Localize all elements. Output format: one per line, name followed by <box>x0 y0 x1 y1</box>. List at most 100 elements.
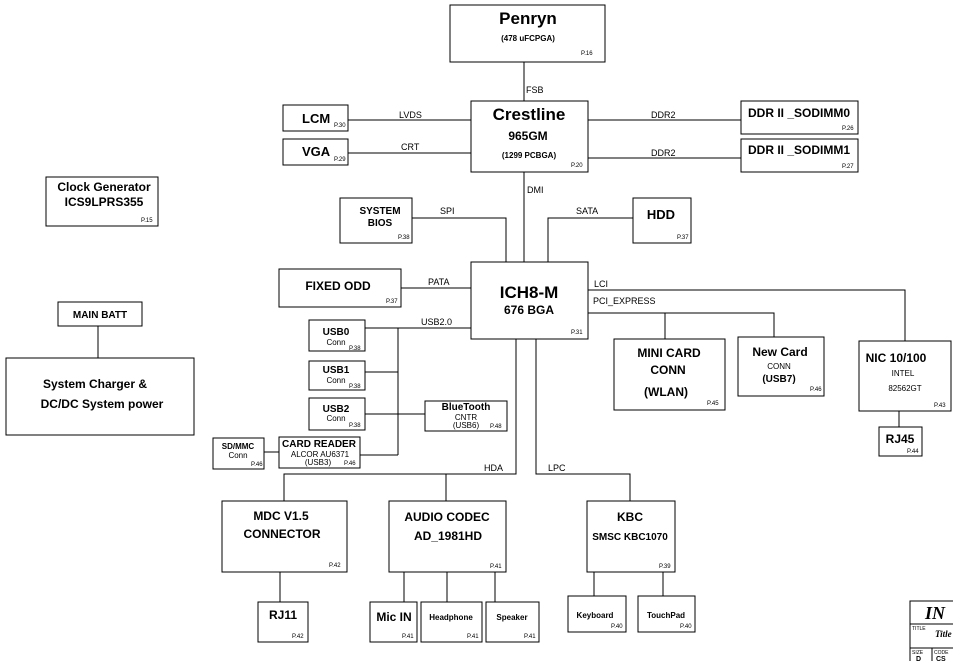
usb1-page: P.38 <box>349 384 361 390</box>
sd-mmc-sub: Conn <box>228 451 247 460</box>
main-batt-name: MAIN BATT <box>73 310 127 321</box>
usb2-page: P.38 <box>349 423 361 429</box>
mdc-line1: MDC V1.5 <box>253 509 309 523</box>
block-headphone: Headphone P.41 <box>420 601 483 643</box>
block-nic: NIC 10/100 INTEL 82562GT P.43 <box>858 340 952 412</box>
ddr-sodimm1-page: P.27 <box>842 164 854 170</box>
headphone-name: Headphone <box>429 613 473 622</box>
rj45-page: P.44 <box>907 449 919 455</box>
nic-model: 82562GT <box>888 384 921 393</box>
rj45-name: RJ45 <box>886 432 915 446</box>
bus-labels: FSB LVDS CRT DDR2 DDR2 DMI SPI SATA PATA… <box>399 85 676 473</box>
bus-label-lci: LCI <box>594 279 608 289</box>
title-block-code-label: CODE <box>934 650 949 656</box>
block-mini-card: MINI CARD CONN (WLAN) P.45 <box>613 338 726 411</box>
audio-codec-page: P.41 <box>490 564 502 570</box>
block-system-charger: System Charger & DC/DC System power <box>5 357 195 436</box>
keyboard-name: Keyboard <box>577 611 614 620</box>
bluetooth-page: P.48 <box>490 424 502 430</box>
block-mic-in: Mic IN P.41 <box>369 601 418 643</box>
fixed-odd-page: P.37 <box>386 299 398 305</box>
system-charger-line1: System Charger & <box>43 377 147 391</box>
block-kbc: KBC SMSC KBC1070 P.39 <box>586 500 676 573</box>
ddr-sodimm0-page: P.26 <box>842 126 854 132</box>
usb0-sub: Conn <box>326 338 345 347</box>
block-lcm: LCM P.30 <box>282 104 349 132</box>
ich8m-name: ICH8-M <box>500 283 559 302</box>
bus-label-sata: SATA <box>576 206 598 216</box>
block-sd-mmc: SD/MMC Conn P.46 <box>212 437 265 470</box>
block-usb0: USB0 Conn P.38 <box>308 319 366 352</box>
sd-mmc-page: P.46 <box>251 462 263 468</box>
mdc-line2: CONNECTOR <box>243 527 320 541</box>
title-block: IN TITLE Title SIZE D CODE CS <box>909 600 953 661</box>
audio-codec-line2: AD_1981HD <box>414 529 482 543</box>
bus-label-pata: PATA <box>428 277 450 287</box>
block-usb2: USB2 Conn P.38 <box>308 397 366 431</box>
block-clock-generator: Clock Generator ICS9LPRS355 P.15 <box>45 176 159 227</box>
title-block-size-value: D <box>916 656 921 661</box>
vga-page: P.29 <box>334 157 346 163</box>
bus-label-lpc: LPC <box>548 463 566 473</box>
block-ddr-sodimm0: DDR II _SODIMM0 P.26 <box>740 100 859 135</box>
bluetooth-sub2: (USB6) <box>453 421 480 430</box>
block-system-bios: SYSTEM BIOS P.38 <box>339 197 413 244</box>
kbc-page: P.39 <box>659 564 671 570</box>
bus-label-pci-express: PCI_EXPRESS <box>593 296 656 306</box>
kbc-model: SMSC KBC1070 <box>592 532 668 543</box>
block-audio-codec: AUDIO CODEC AD_1981HD P.41 <box>388 500 507 573</box>
usb0-page: P.38 <box>349 346 361 352</box>
headphone-page: P.41 <box>467 634 479 640</box>
block-penryn: Penryn (478 uFCPGA) P.16 <box>449 4 606 63</box>
new-card-sub: CONN <box>767 362 791 371</box>
lcm-name: LCM <box>302 111 330 126</box>
ddr-sodimm0-name: DDR II _SODIMM0 <box>748 106 850 120</box>
mini-card-line1: MINI CARD <box>637 346 701 360</box>
bus-label-crt: CRT <box>401 142 420 152</box>
bus-label-lvds: LVDS <box>399 110 422 120</box>
block-new-card: New Card CONN (USB7) P.46 <box>737 336 825 397</box>
speaker-name: Speaker <box>496 613 527 622</box>
new-card-page: P.46 <box>810 387 822 393</box>
new-card-sub2: (USB7) <box>762 374 795 385</box>
title-block-title-value: Title <box>935 629 952 639</box>
ich8m-page: P.31 <box>571 330 583 336</box>
block-vga: VGA P.29 <box>282 138 349 166</box>
usb2-sub: Conn <box>326 414 345 423</box>
system-charger-line2: DC/DC System power <box>41 397 164 411</box>
block-fixed-odd: FIXED ODD P.37 <box>278 268 402 308</box>
block-bluetooth: BlueTooth CNTR (USB6) P.48 <box>424 400 508 432</box>
mini-card-page: P.45 <box>707 401 719 407</box>
mic-in-page: P.41 <box>402 634 414 640</box>
block-usb1: USB1 Conn P.38 <box>308 360 366 391</box>
system-bios-page: P.38 <box>398 235 410 241</box>
rj11-page: P.42 <box>292 634 304 640</box>
card-reader-sub2: (USB3) <box>305 458 332 467</box>
system-bios-line1: SYSTEM <box>359 206 400 217</box>
touchpad-page: P.40 <box>680 624 692 630</box>
nic-name: NIC 10/100 <box>866 351 927 365</box>
usb0-name: USB0 <box>323 327 350 338</box>
bus-label-fsb: FSB <box>526 85 544 95</box>
block-rj45: RJ45 P.44 <box>878 426 923 457</box>
sd-mmc-name: SD/MMC <box>222 442 255 451</box>
block-main-batt: MAIN BATT <box>57 301 143 327</box>
block-rj11: RJ11 P.42 <box>257 601 309 643</box>
nic-page: P.43 <box>934 403 946 409</box>
rj11-name: RJ11 <box>269 608 297 622</box>
ich8m-model: 676 BGA <box>504 303 554 317</box>
usb2-name: USB2 <box>323 404 350 415</box>
keyboard-page: P.40 <box>611 624 623 630</box>
block-speaker: Speaker P.41 <box>485 601 540 643</box>
block-ich8m: ICH8-M 676 BGA P.31 <box>470 261 589 340</box>
penryn-name: Penryn <box>499 9 557 28</box>
mini-card-line3: (WLAN) <box>644 385 688 399</box>
clock-generator-name: Clock Generator <box>57 180 151 194</box>
vga-name: VGA <box>302 144 331 159</box>
title-block-size-label: SIZE <box>912 650 924 656</box>
fixed-odd-name: FIXED ODD <box>305 279 371 293</box>
block-mdc: MDC V1.5 CONNECTOR P.42 <box>221 500 348 573</box>
mdc-page: P.42 <box>329 563 341 569</box>
card-reader-sub: ALCOR AU6371 <box>291 450 350 459</box>
